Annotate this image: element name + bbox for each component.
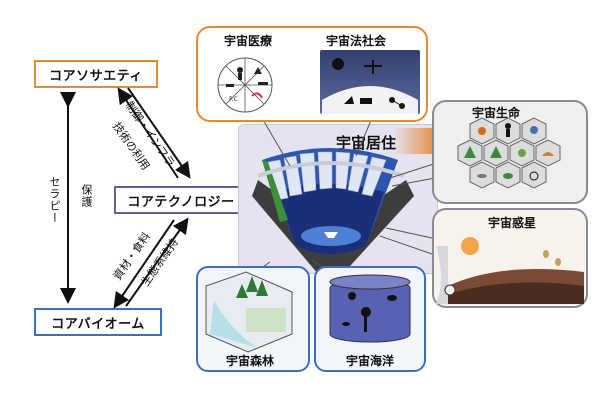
ocean-title: 宇宙海洋	[346, 352, 394, 369]
octopus-icon	[348, 292, 356, 300]
